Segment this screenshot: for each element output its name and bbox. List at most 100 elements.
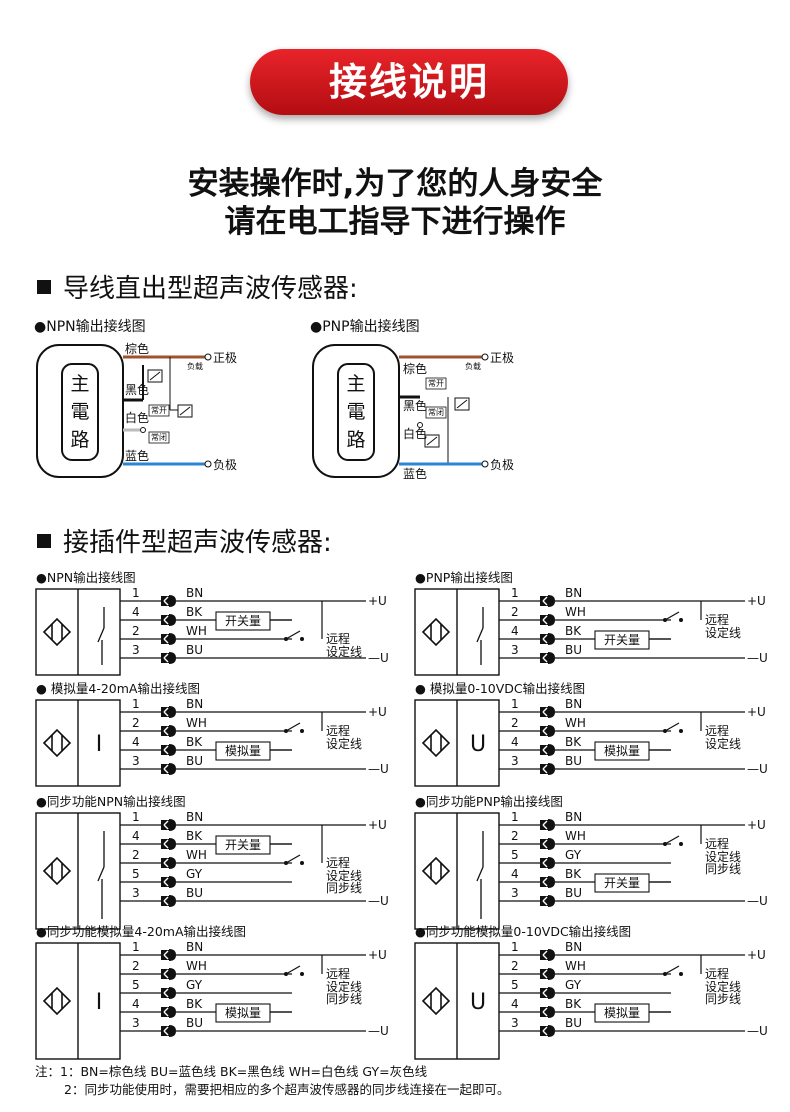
wire-code-label: WH	[565, 829, 586, 843]
negative-supply-label: —U	[368, 762, 389, 776]
wire-code-label: GY	[186, 867, 203, 881]
connector-plug-icon	[160, 632, 177, 646]
brown-wire-label: 棕色	[125, 341, 149, 356]
white-wire-label: 白色	[125, 410, 149, 425]
ultrasonic-sensor-icon	[422, 618, 450, 646]
title-banner: 接线说明	[250, 49, 568, 115]
wire-code-label: BK	[186, 997, 203, 1011]
main-circuit-char: 主	[70, 373, 89, 395]
wire-code-label: GY	[565, 848, 582, 862]
brown-wire-label: 棕色	[403, 361, 427, 376]
pin-number: 4	[132, 735, 140, 749]
normally-closed-label: 常闭	[428, 408, 444, 417]
negative-supply-label: —U	[368, 1024, 389, 1038]
sync-line-label: 同步线	[326, 881, 362, 895]
connector-plug-icon	[160, 705, 177, 719]
bullet-square-icon	[37, 280, 51, 294]
load-box-label: 开关量	[225, 614, 261, 628]
caption-direct-pnp: ●PNP输出接线图	[310, 319, 420, 335]
normally-open-label: 常开	[151, 406, 167, 415]
connector-plug-icon	[160, 856, 177, 870]
wire-code-label: GY	[565, 978, 582, 992]
remote-label: 远程	[705, 966, 729, 981]
pin-number: 3	[132, 886, 140, 900]
positive-supply-label: +U	[747, 705, 766, 719]
pin-number: 1	[511, 810, 519, 824]
output-type-letter: I	[96, 990, 103, 1015]
pin-number: 3	[511, 886, 519, 900]
bullet-square-icon	[37, 534, 51, 548]
direct-pnp-diagram: 主 電 路 正极 棕色 黑色 白色 常开 常闭 负载 负极 蓝色	[312, 344, 514, 481]
pin-number: 3	[132, 1016, 140, 1030]
ultrasonic-sensor-icon	[43, 618, 71, 646]
remote-label: 远程	[326, 723, 350, 738]
positive-pole-label: 正极	[490, 351, 514, 365]
setting-line-label: 设定线	[705, 736, 741, 751]
ultrasonic-sensor-icon	[43, 987, 71, 1015]
connector-plug-icon	[539, 967, 556, 981]
connector-plug-icon	[539, 1024, 556, 1038]
section-direct-wire-title: 导线直出型超声波传感器:	[63, 274, 358, 304]
pin-number: 2	[132, 848, 140, 862]
positive-supply-label: +U	[368, 818, 387, 832]
caption-direct-npn: ●NPN输出接线图	[34, 319, 146, 335]
connector-plug-icon	[160, 837, 177, 851]
load-box-label: 模拟量	[225, 1006, 261, 1020]
wire-code-label: BN	[565, 810, 582, 824]
setting-line-label: 设定线	[705, 625, 741, 640]
positive-supply-label: +U	[747, 594, 766, 608]
main-circuit-char: 電	[346, 401, 365, 423]
wire-code-label: WH	[186, 959, 207, 973]
wire-code-label: BN	[186, 697, 203, 711]
pin-number: 1	[132, 586, 140, 600]
connector-plug-icon	[160, 594, 177, 608]
section-plug-type: 接插件型超声波传感器:	[37, 522, 332, 559]
sync-line-label: 同步线	[326, 992, 362, 1006]
pin-number: 2	[511, 605, 519, 619]
pin-number: 4	[132, 605, 140, 619]
connector-plug-icon	[160, 613, 177, 627]
load-box-label: 模拟量	[604, 1006, 640, 1020]
pin-number: 5	[511, 848, 519, 862]
connector-plug-icon	[160, 818, 177, 832]
pin-number: 2	[511, 829, 519, 843]
wire-code-label: WH	[186, 716, 207, 730]
wire-code-label: WH	[565, 605, 586, 619]
remote-label: 远程	[326, 631, 350, 646]
plug-caption: ●同步功能PNP输出接线图	[415, 794, 563, 809]
pin-number: 3	[132, 643, 140, 657]
ultrasonic-sensor-icon	[422, 857, 450, 885]
normally-open-label: 常开	[428, 379, 444, 388]
pin-number: 5	[132, 867, 140, 881]
negative-supply-label: —U	[747, 894, 768, 908]
pin-number: 3	[132, 754, 140, 768]
wire-code-label: BU	[186, 886, 203, 900]
load-box-label: 开关量	[604, 876, 640, 890]
wire-code-label: BN	[186, 810, 203, 824]
negative-pole-label: 负极	[213, 458, 237, 472]
load-box-label: 开关量	[225, 838, 261, 852]
connector-plug-icon	[539, 875, 556, 889]
wire-code-label: BK	[565, 735, 582, 749]
negative-supply-label: —U	[747, 651, 768, 665]
connector-plug-icon	[539, 818, 556, 832]
notes-line1: 注：1：BN=棕色线 BU=蓝色线 BK=黑色线 WH=白色线 GY=灰色线	[35, 1064, 428, 1079]
connector-plug-icon	[539, 986, 556, 1000]
pin-number: 2	[132, 716, 140, 730]
positive-supply-label: +U	[747, 818, 766, 832]
connector-plug-icon	[160, 762, 177, 776]
wire-code-label: WH	[186, 624, 207, 638]
setting-line-label: 设定线	[705, 979, 741, 994]
connector-plug-icon	[539, 948, 556, 962]
positive-supply-label: +U	[368, 705, 387, 719]
plug-caption: ●同步功能模拟量4-20mA输出接线图	[36, 924, 246, 939]
connector-plug-icon	[539, 837, 556, 851]
connector-plug-icon	[160, 1024, 177, 1038]
main-circuit-char: 主	[346, 373, 365, 395]
plug-caption: ●同步功能NPN输出接线图	[36, 794, 186, 809]
wire-code-label: BN	[565, 940, 582, 954]
connector-plug-icon	[160, 724, 177, 738]
